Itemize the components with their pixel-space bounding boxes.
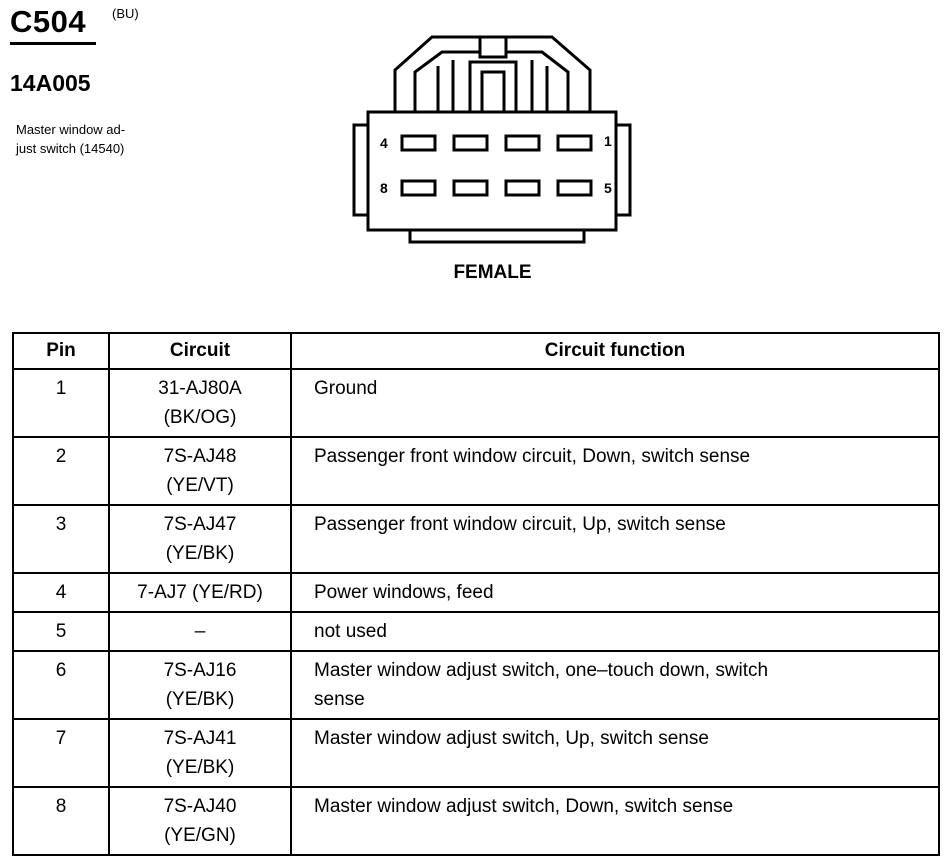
- circuit-function-line: Passenger front window circuit, Down, sw…: [314, 446, 751, 467]
- circuit-function-line: not used: [314, 621, 387, 642]
- circuit-function-line: Master window adjust switch, Down, switc…: [314, 796, 734, 817]
- table-row: 5 – not used: [12, 611, 940, 652]
- circuit-line: 31-AJ80A: [158, 378, 242, 399]
- circuit-line: 7S-AJ40: [163, 796, 237, 817]
- pin-number-cell: 3: [12, 504, 110, 574]
- pin-cavity-6: [504, 179, 541, 197]
- circuit-line: (YE/BK): [165, 757, 235, 778]
- circuit-line: 7S-AJ41: [163, 728, 237, 749]
- circuit-function-cell: Master window adjust switch, Up, switch …: [290, 718, 940, 788]
- circuit-function-line: Power windows, feed: [314, 582, 494, 603]
- table-row: 7 7S-AJ41 (YE/BK) Master window adjust swit…: [12, 718, 940, 788]
- table-row: 3 7S-AJ47 (YE/BK) Passenger front window ci…: [12, 504, 940, 574]
- circuit-cell: 7S-AJ16 (YE/BK): [108, 650, 292, 720]
- pin-number-cell: 6: [12, 650, 110, 720]
- part-number: 14A005: [10, 70, 91, 96]
- pin-number-cell: 5: [12, 611, 110, 652]
- table-row: 1 31-AJ80A (BK/OG) Ground: [12, 368, 940, 438]
- header-pin: Pin: [12, 332, 110, 370]
- connector-left-ear: [352, 123, 370, 217]
- table-row: 2 7S-AJ48 (YE/VT) Passenger front window ci…: [12, 436, 940, 506]
- circuit-line: 7S-AJ16: [163, 660, 237, 681]
- pin-cavity-4: [400, 134, 437, 152]
- circuit-line: (YE/BK): [165, 689, 235, 710]
- pin-cavity-2: [504, 134, 541, 152]
- pinout-rows: 1 31-AJ80A (BK/OG) Ground 2 7S-AJ48 (YE/VT) Pas…: [12, 368, 940, 856]
- circuit-function-cell: Ground: [290, 368, 940, 438]
- circuit-cell: 7S-AJ40 (YE/GN): [108, 786, 292, 856]
- connector-body: [366, 110, 618, 232]
- header-circuit: Circuit: [108, 332, 292, 370]
- circuit-line: (YE/BK): [165, 543, 235, 564]
- pin-cavity-8: [400, 179, 437, 197]
- description-line-1: Master window ad-: [16, 122, 126, 137]
- table-row: 4 7-AJ7 (YE/RD) Power windows, feed: [12, 572, 940, 613]
- circuit-function-line: sense: [314, 689, 365, 710]
- circuit-cell: 7S-AJ48 (YE/VT): [108, 436, 292, 506]
- circuit-line: (YE/GN): [164, 825, 236, 846]
- circuit-line: 7S-AJ48: [163, 446, 237, 467]
- table-row: 6 7S-AJ16 (YE/BK) Master window adjust swit…: [12, 650, 940, 720]
- circuit-cell: 7-AJ7 (YE/RD): [108, 572, 292, 613]
- circuit-line: (BK/OG): [163, 407, 237, 428]
- pin-label-top-right: 1: [604, 133, 612, 149]
- circuit-line: 7S-AJ47: [163, 514, 237, 535]
- circuit-function-cell: not used: [290, 611, 940, 652]
- connector-right-ear: [614, 123, 632, 217]
- circuit-function-line: Master window adjust switch, one–touch d…: [314, 660, 769, 681]
- circuit-line: (YE/VT): [166, 475, 234, 496]
- circuit-cell: 7S-AJ41 (YE/BK): [108, 718, 292, 788]
- component-description: Master window ad- just switch (14540): [16, 120, 186, 158]
- circuit-function-cell: Master window adjust switch, Down, switc…: [290, 786, 940, 856]
- connector-id: C504: [10, 4, 87, 39]
- pin-number-cell: 1: [12, 368, 110, 438]
- circuit-function-cell: Power windows, feed: [290, 572, 940, 613]
- connector-color-code: (BU): [112, 6, 139, 21]
- pin-number-cell: 2: [12, 436, 110, 506]
- description-line-2: just switch (14540): [16, 141, 125, 156]
- pin-number-cell: 7: [12, 718, 110, 788]
- circuit-cell: 31-AJ80A (BK/OG): [108, 368, 292, 438]
- pin-label-bottom-right: 5: [604, 180, 612, 196]
- circuit-function-cell: Master window adjust switch, one–touch d…: [290, 650, 940, 720]
- connector-face-diagram: 4 1 8 5: [352, 35, 632, 244]
- connector-id-underline: [10, 42, 96, 45]
- table-header-row: Pin Circuit Circuit function: [12, 332, 940, 370]
- connector-gender-label: FEMALE: [453, 262, 532, 283]
- table-row: 8 7S-AJ40 (YE/GN) Master window adjust swit…: [12, 786, 940, 856]
- header-circuit-function: Circuit function: [290, 332, 940, 370]
- circuit-function-line: Passenger front window circuit, Up, swit…: [314, 514, 726, 535]
- pin-number-cell: 8: [12, 786, 110, 856]
- circuit-function-cell: Passenger front window circuit, Up, swit…: [290, 504, 940, 574]
- pin-cavity-5: [556, 179, 593, 197]
- circuit-function-cell: Passenger front window circuit, Down, sw…: [290, 436, 940, 506]
- connector-latch-tab: [478, 35, 508, 59]
- circuit-cell: –: [108, 611, 292, 652]
- circuit-cell: 7S-AJ47 (YE/BK): [108, 504, 292, 574]
- circuit-line: –: [194, 621, 206, 642]
- connector-bottom-skirt: [408, 228, 586, 244]
- pin-cavity-3: [452, 134, 489, 152]
- pin-cavity-1: [556, 134, 593, 152]
- pin-number-cell: 4: [12, 572, 110, 613]
- pin-label-bottom-left: 8: [380, 180, 388, 196]
- circuit-function-line: Master window adjust switch, Up, switch …: [314, 728, 709, 749]
- circuit-function-line: Ground: [314, 378, 378, 399]
- pin-label-top-left: 4: [380, 135, 388, 151]
- circuit-line: 7-AJ7 (YE/RD): [137, 582, 263, 603]
- pin-cavity-7: [452, 179, 489, 197]
- pinout-table: Pin Circuit Circuit function 1 31-AJ80A (B…: [12, 332, 940, 856]
